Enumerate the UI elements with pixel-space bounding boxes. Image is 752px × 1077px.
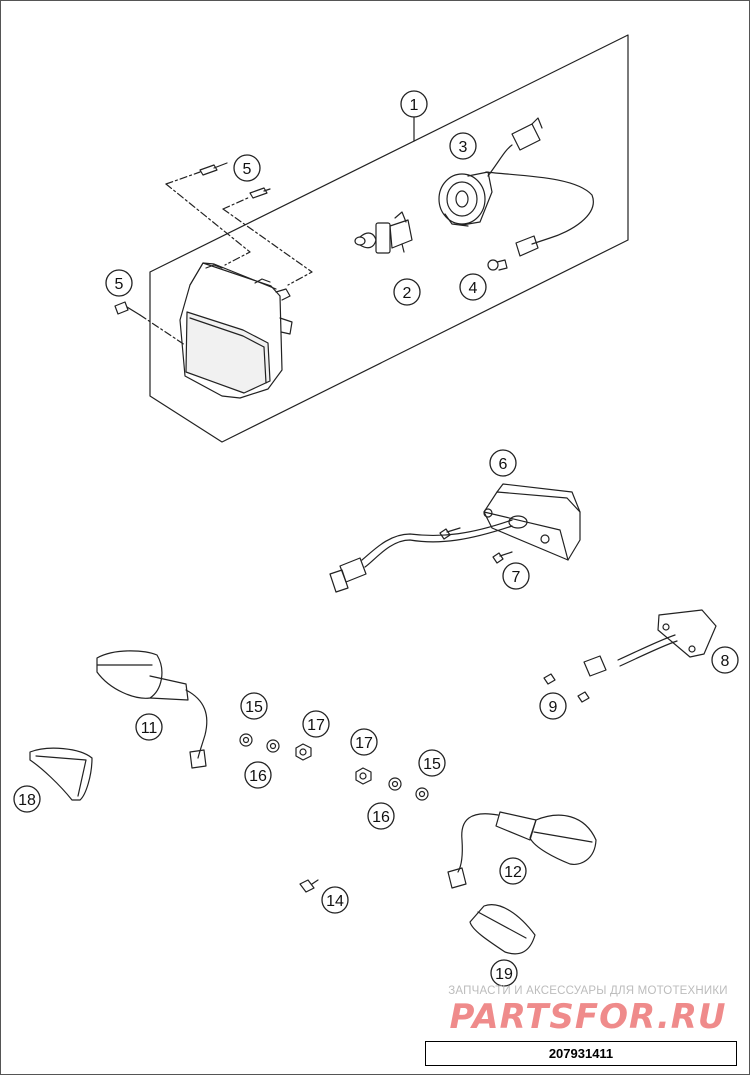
callout-5-upper-label: 5: [243, 161, 252, 178]
callout-14-label: 14: [326, 893, 344, 910]
callout-16-left: 16: [244, 761, 272, 789]
callout-15-right-label: 15: [423, 756, 441, 773]
callout-7-label: 7: [512, 569, 521, 586]
callout-9: 9: [539, 692, 567, 720]
callout-17-right-label: 17: [355, 735, 373, 752]
tail-light-screw-upper: [439, 527, 461, 540]
callout-18: 18: [13, 785, 41, 813]
callouts: 1 2 3 4 5 5 6 7 8 9 11 12 14 15 15 16 16…: [13, 90, 739, 987]
callout-15-left: 15: [240, 692, 268, 720]
turn-signal-left: [96, 650, 208, 769]
callout-4-label: 4: [469, 280, 478, 297]
callout-15-right: 15: [418, 749, 446, 777]
callout-5-lower-label: 5: [115, 276, 124, 293]
callout-17-left: 17: [302, 710, 330, 738]
callout-19: 19: [490, 959, 518, 987]
callout-11-label: 11: [141, 720, 158, 737]
callout-6: 6: [489, 449, 517, 477]
tail-light: [329, 483, 581, 593]
nut-17-left: [295, 743, 312, 761]
callout-11: 11: [135, 713, 163, 741]
plate-light-screw-upper: [543, 673, 556, 685]
indicator-lens-left: [29, 747, 93, 801]
watermark: ЗАПЧАСТИ И АКСЕССУАРЫ ДЛЯ МОТОТЕХНИКИ PA…: [448, 985, 728, 1037]
bolt-5-upper: [199, 162, 228, 176]
bulb-socket: [438, 117, 594, 257]
indicator-lens-right: [469, 904, 536, 955]
headlight-housing: [179, 262, 293, 399]
callout-16-left-label: 16: [249, 768, 267, 785]
callout-8: 8: [711, 646, 739, 674]
callout-6-label: 6: [499, 456, 508, 473]
washer-15-right: [415, 787, 429, 801]
callout-3-label: 3: [459, 139, 468, 156]
parking-bulb: [487, 259, 508, 271]
callout-19-label: 19: [495, 966, 513, 983]
callout-5-upper: 5: [233, 154, 261, 182]
mounting-lines: [139, 171, 313, 346]
callout-9-label: 9: [549, 699, 558, 716]
callout-2: 2: [393, 278, 421, 306]
headlight-group-outline: [149, 34, 629, 443]
turn-signal-right: [447, 811, 597, 889]
callout-1-label: 1: [410, 97, 419, 114]
callout-7: 7: [502, 562, 530, 590]
headlight-bulb: [354, 211, 413, 254]
callout-2-label: 2: [403, 285, 412, 302]
callout-5-lower: 5: [105, 269, 133, 297]
watermark-tagline: ЗАПЧАСТИ И АКСЕССУАРЫ ДЛЯ МОТОТЕХНИКИ: [448, 985, 728, 997]
license-plate-light: [583, 609, 717, 677]
spring-washer-16-right: [388, 777, 402, 791]
callout-17-right: 17: [350, 728, 378, 756]
callout-16-right: 16: [367, 802, 395, 830]
nut-17-right: [355, 767, 372, 785]
diagram-number-box: 207931411: [425, 1041, 737, 1066]
spring-washer-16-left: [266, 739, 280, 753]
callout-8-label: 8: [721, 653, 730, 670]
diagram-number: 207931411: [548, 1046, 614, 1061]
callout-14: 14: [321, 886, 349, 914]
plate-light-screw-lower: [577, 691, 590, 703]
callout-17-left-label: 17: [307, 717, 325, 734]
washer-15-left: [239, 733, 253, 747]
watermark-logo: PARTSFOR.RU: [449, 997, 726, 1037]
callout-12-label: 12: [504, 864, 522, 881]
callout-4: 4: [459, 273, 487, 301]
callout-15-left-label: 15: [245, 699, 263, 716]
callout-3: 3: [449, 132, 477, 160]
bolt-5-middle: [249, 187, 271, 199]
callout-1: 1: [400, 90, 428, 118]
callout-12: 12: [499, 857, 527, 885]
callout-18-label: 18: [18, 792, 36, 809]
screw-14: [299, 879, 319, 893]
tail-light-screw-lower: [492, 551, 513, 564]
bolt-5-lower: [114, 301, 141, 316]
callout-16-right-label: 16: [372, 809, 390, 826]
